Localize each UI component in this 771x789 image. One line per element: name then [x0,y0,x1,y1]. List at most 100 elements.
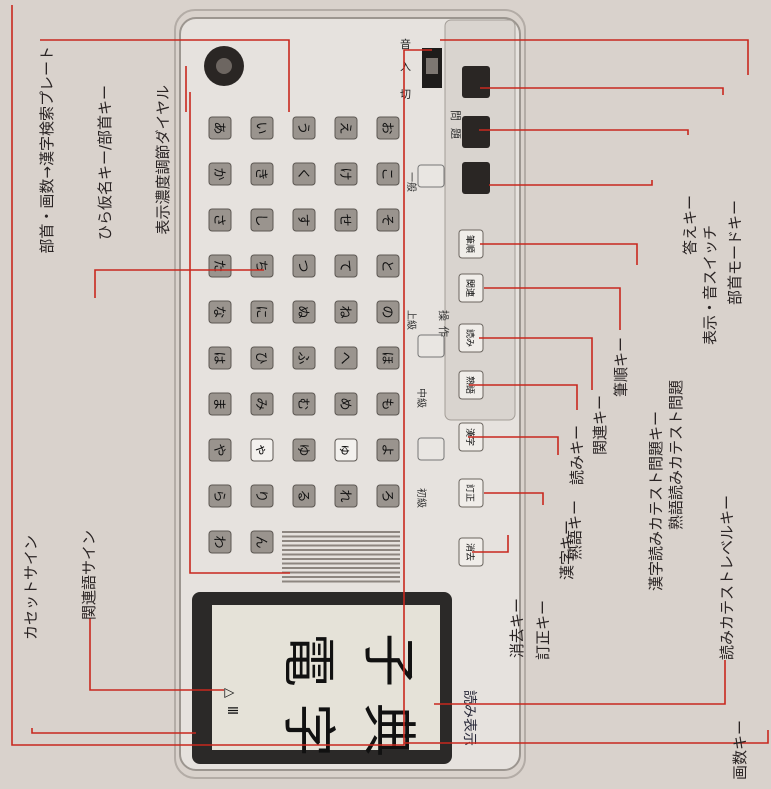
kana-key-label: ひ [253,351,268,364]
speaker-grille [282,531,400,583]
kana-key-label: ふ [295,351,310,364]
kana-key-label: れ [337,489,352,502]
annotation-label: 関連キー [591,395,609,455]
kana-key-label: む [295,397,310,410]
function-key-label: 訂正 [464,484,476,502]
level-key[interactable] [417,164,445,188]
level-key[interactable] [417,334,445,358]
annotation-label: 画数キー [731,720,749,780]
kana-key[interactable]: り [250,484,274,508]
kana-key[interactable]: こ [376,162,400,186]
kana-key[interactable]: ゅ [334,438,358,462]
kana-key[interactable]: そ [376,208,400,232]
level-key[interactable] [417,437,445,461]
kana-key[interactable]: ふ [292,346,316,370]
kana-key-label: す [295,213,310,226]
kana-key[interactable]: ほ [376,346,400,370]
kana-key[interactable]: み [250,392,274,416]
function-key-label: 関連 [464,279,476,297]
kana-key[interactable]: つ [292,254,316,278]
kana-key[interactable]: へ [334,346,358,370]
kana-key[interactable]: い [250,116,274,140]
kana-key[interactable]: る [292,484,316,508]
kana-key-label: ろ [379,489,394,502]
kana-key[interactable]: お [376,116,400,140]
kana-key-label: う [295,121,310,134]
kana-key[interactable]: け [334,162,358,186]
function-key[interactable]: 読み [458,323,484,353]
kana-key[interactable]: ね [334,300,358,324]
kana-key[interactable]: ぬ [292,300,316,324]
kana-key[interactable]: ゃ [250,438,274,462]
kana-key-label: み [253,397,268,410]
kana-key[interactable]: う [292,116,316,140]
kana-key[interactable]: あ [208,116,232,140]
kana-key[interactable]: む [292,392,316,416]
kana-key[interactable]: す [292,208,316,232]
contrast-dial[interactable] [204,46,244,86]
kana-key[interactable]: ち [250,254,274,278]
kana-key[interactable]: ん [250,530,274,554]
kana-key[interactable]: め [334,392,358,416]
kana-key[interactable]: た [208,254,232,278]
kana-key[interactable]: と [376,254,400,278]
kana-key-label: ゃ [253,443,268,456]
answer-key[interactable] [462,116,490,148]
function-key-label: 消去 [464,543,476,561]
radical-mode-key[interactable] [462,66,490,98]
kana-key[interactable]: よ [376,438,400,462]
kana-key[interactable]: て [334,254,358,278]
function-key[interactable]: 消去 [458,537,484,567]
kana-key-label: し [253,213,268,226]
annotation-label: 熟語キー [566,500,584,560]
kana-key[interactable]: ろ [376,484,400,508]
kana-key[interactable]: ゆ [292,438,316,462]
annotation-label: 読みキー [568,425,586,485]
function-key[interactable]: 筆順 [458,229,484,259]
kana-key[interactable]: し [250,208,274,232]
function-key[interactable]: 訂正 [458,478,484,508]
annotation-label: 答えキー [681,195,699,255]
kana-key[interactable]: は [208,346,232,370]
kana-key[interactable]: え [334,116,358,140]
kana-key-label: ゆ [295,443,310,456]
kana-key[interactable]: な [208,300,232,324]
kana-key[interactable]: さ [208,208,232,232]
kana-key-label: き [253,167,268,180]
kana-key[interactable]: ま [208,392,232,416]
section-label: 操 [437,310,451,321]
kana-key[interactable]: ひ [250,346,274,370]
switch-label: 入 [400,60,411,73]
section-label: 問 [449,110,462,121]
screen-char: 子 [357,633,420,687]
kana-key[interactable]: き [250,162,274,186]
kana-key[interactable]: の [376,300,400,324]
kana-key[interactable]: わ [208,530,232,554]
test-question-key[interactable] [462,162,490,194]
kana-key[interactable]: ら [208,484,232,508]
annotation-label: 漢字読みカテスト問題キー [647,411,665,591]
kana-key-label: ん [253,535,268,548]
kana-key[interactable]: れ [334,484,358,508]
screen-char: 字 [277,703,340,757]
kana-key[interactable]: や [208,438,232,462]
kana-key-label: わ [211,535,226,548]
kana-key-label: と [379,259,394,272]
kana-key[interactable]: も [376,392,400,416]
kana-key[interactable]: に [250,300,274,324]
kana-key-label: や [211,443,226,456]
screen-text: 電 子 字 典 [277,633,420,757]
function-key[interactable]: 関連 [458,273,484,303]
kana-key-label: け [337,167,352,180]
cassette-mark: Ⅲ [224,706,239,715]
kana-key[interactable]: く [292,162,316,186]
sound-switch[interactable] [422,48,442,88]
kana-key[interactable]: か [208,162,232,186]
annotation-label: 熟語読みカテスト問題 [667,380,685,530]
level-label: 一般 [405,172,418,192]
kana-key-label: の [379,305,394,318]
section-label: 作 [437,326,450,337]
kana-key[interactable]: せ [334,208,358,232]
annotation-label: カセットサイン [22,535,40,640]
